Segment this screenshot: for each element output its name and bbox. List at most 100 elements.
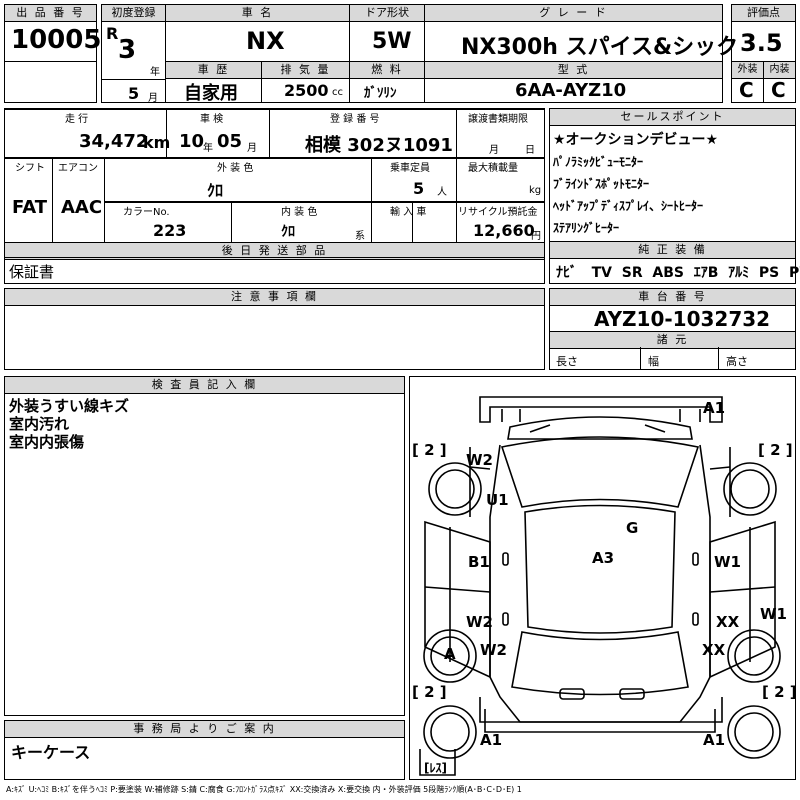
transfer-label: 譲渡書類期限	[468, 114, 528, 125]
history-label: 車 歴	[166, 62, 261, 79]
fuel-box: 燃 料 ｶﾞｿﾘﾝ	[349, 61, 425, 103]
later-parts: 保証書	[9, 263, 55, 281]
grade: NX300h スパイス&シック	[461, 35, 739, 60]
ac-label: エアコン	[58, 163, 98, 174]
inspection-year: 10	[179, 131, 205, 152]
damage-code: W2	[466, 451, 493, 469]
shift: FAT	[12, 197, 48, 218]
damage-code: A3	[592, 549, 615, 567]
inspector-box: 検 査 員 記 入 欄 外装うすい線キズ 室内汚れ 室内内張傷	[4, 376, 405, 716]
displacement: 2500	[284, 81, 329, 100]
max-load-unit: kg	[529, 185, 542, 196]
damage-code: W2	[480, 641, 507, 659]
equipment-box: 純 正 装 備 ﾅﾋﾞ TV SR ABS ｴｱB ｱﾙﾐ PS PW	[549, 241, 800, 284]
exterior-box: 外装 C	[731, 61, 764, 103]
damage-code: B1	[468, 553, 490, 571]
equipment-item: PW	[789, 265, 800, 281]
inspector-note: 室内内張傷	[9, 433, 85, 451]
equipment-list: ﾅﾋﾞ TV SR ABS ｴｱB ｱﾙﾐ PS PW	[556, 262, 800, 282]
office-note: キーケース	[11, 743, 91, 762]
sales-point-item: ｽﾃｱﾘﾝｸﾞﾋｰﾀｰ	[553, 221, 620, 235]
reg-year: 3	[118, 35, 137, 65]
color-number: 223	[153, 221, 187, 240]
score: 3.5	[740, 29, 783, 57]
first-registration-label: 初度登録	[102, 5, 165, 22]
inspector-note: 外装うすい線キズ	[9, 397, 130, 415]
specs-label: 諸 元	[550, 331, 795, 349]
inspector-note: 室内汚れ	[9, 415, 70, 433]
equipment-item: TV	[591, 265, 613, 281]
max-load-label: 最大積載量	[468, 163, 518, 174]
mileage: 34,472	[79, 131, 149, 152]
equipment-item: ABS	[652, 265, 684, 281]
damage-code: [ 2 ]	[412, 441, 447, 459]
inspection-month-unit: 月	[247, 143, 257, 154]
era: R	[106, 24, 119, 43]
grade-box: グ レ ー ド NX300h スパイス&シック	[424, 4, 738, 62]
displacement-box: 排 気 量 2500 cc	[261, 61, 350, 103]
color-no-label: カラーNo.	[123, 207, 170, 218]
model: 6AA-AYZ10	[515, 80, 627, 101]
interior-label: 内装	[764, 62, 795, 79]
interior-box: 内装 C	[763, 61, 796, 103]
sales-points-box: セールスポイント ★オークションデビュー★ ﾊﾟﾉﾗﾐｯｸﾋﾞｭｰﾓﾆﾀｰ ﾌﾞ…	[549, 108, 796, 242]
displacement-unit: cc	[332, 87, 343, 98]
displacement-label: 排 気 量	[262, 62, 349, 79]
transfer-month-unit: 月	[489, 145, 499, 156]
damage-code: A1	[703, 731, 726, 749]
capacity: 5	[413, 179, 425, 198]
damage-code: A1	[703, 399, 726, 417]
score-box: 評価点 3.5	[731, 4, 796, 62]
damage-code: [ 2 ]	[758, 441, 793, 459]
recycle-fee: 12,660	[473, 221, 535, 240]
history-box: 車 歴 自家用	[165, 61, 262, 104]
length-label: 長さ	[556, 355, 578, 368]
office-box: 事 務 局 よ り ご 案 内 キーケース	[4, 720, 405, 780]
shift-label: シフト	[15, 163, 45, 174]
legend: A:ｷｽﾞ U:ﾍｺﾐ B:ｷｽﾞを伴うﾍｺﾐ P:要塗装 W:補修跡 S:錆 …	[6, 785, 522, 794]
interior-color-label: 内 装 色	[281, 207, 318, 218]
import-label: 輸 入 車	[390, 207, 427, 218]
notes-label: 注 意 事 項 欄	[5, 289, 544, 306]
capacity-label: 乗車定員	[390, 163, 430, 174]
equipment-item: ｴｱB	[693, 265, 719, 281]
grade-label: グ レ ー ド	[425, 5, 722, 22]
equipment-item: PS	[758, 265, 780, 281]
model-label: 型 式	[425, 62, 722, 79]
exterior-color: ｸﾛ	[207, 181, 224, 200]
exterior-grade: C	[739, 78, 754, 102]
registration-number: 相模 302ヌ1091	[305, 135, 453, 156]
first-registration-box: 初度登録 R 3 年 5 月	[101, 4, 166, 104]
car-name-label: 車 名	[166, 5, 349, 22]
damage-code: U1	[486, 491, 509, 509]
history: 自家用	[184, 83, 238, 104]
fuel-label: 燃 料	[350, 62, 424, 79]
sales-point-item: ★オークションデビュー★	[553, 132, 719, 148]
interior-color-unit: 系	[355, 231, 365, 242]
damage-code: W1	[760, 605, 787, 623]
sales-points-label: セールスポイント	[550, 109, 795, 126]
equipment-item: ｱﾙﾐ	[728, 265, 750, 281]
lot-number: 10005	[11, 25, 102, 55]
lot-spacer-box	[4, 61, 97, 103]
chassis-label: 車 台 番 号	[550, 289, 795, 306]
door-type: 5W	[372, 29, 412, 54]
reg-month: 5	[128, 84, 140, 103]
fuel: ｶﾞｿﾘﾝ	[364, 86, 397, 101]
door-label: ドア形状	[350, 5, 424, 22]
damage-code: XX	[702, 641, 726, 659]
equipment-item: SR	[621, 265, 643, 281]
inspection-month: 05	[217, 131, 243, 152]
damage-diagram-box: A1 [ 2 ] [ 2 ] W2 U1 G B1 A3 W1 W2 XX W1…	[409, 376, 797, 780]
sales-point-item: ﾌﾞﾗｲﾝﾄﾞｽﾎﾟｯﾄﾓﾆﾀｰ	[553, 177, 650, 191]
damage-code: XX	[716, 613, 740, 631]
damage-code: [ 2 ]	[412, 683, 447, 701]
inspection-year-unit: 年	[203, 143, 213, 154]
recycle-fee-unit: 円	[531, 231, 541, 242]
exterior-label: 外装	[732, 62, 763, 79]
damage-code: [ﾚｽ]	[424, 761, 447, 775]
recycle-label: リサイクル預託金	[458, 207, 538, 218]
reg-year-unit: 年	[150, 67, 160, 78]
sales-point-item: ﾍｯﾄﾞｱｯﾌﾟﾃﾞｨｽﾌﾟﾚｲ、ｼｰﾄﾋｰﾀｰ	[553, 199, 704, 213]
inspection-label: 車 検	[200, 114, 224, 125]
